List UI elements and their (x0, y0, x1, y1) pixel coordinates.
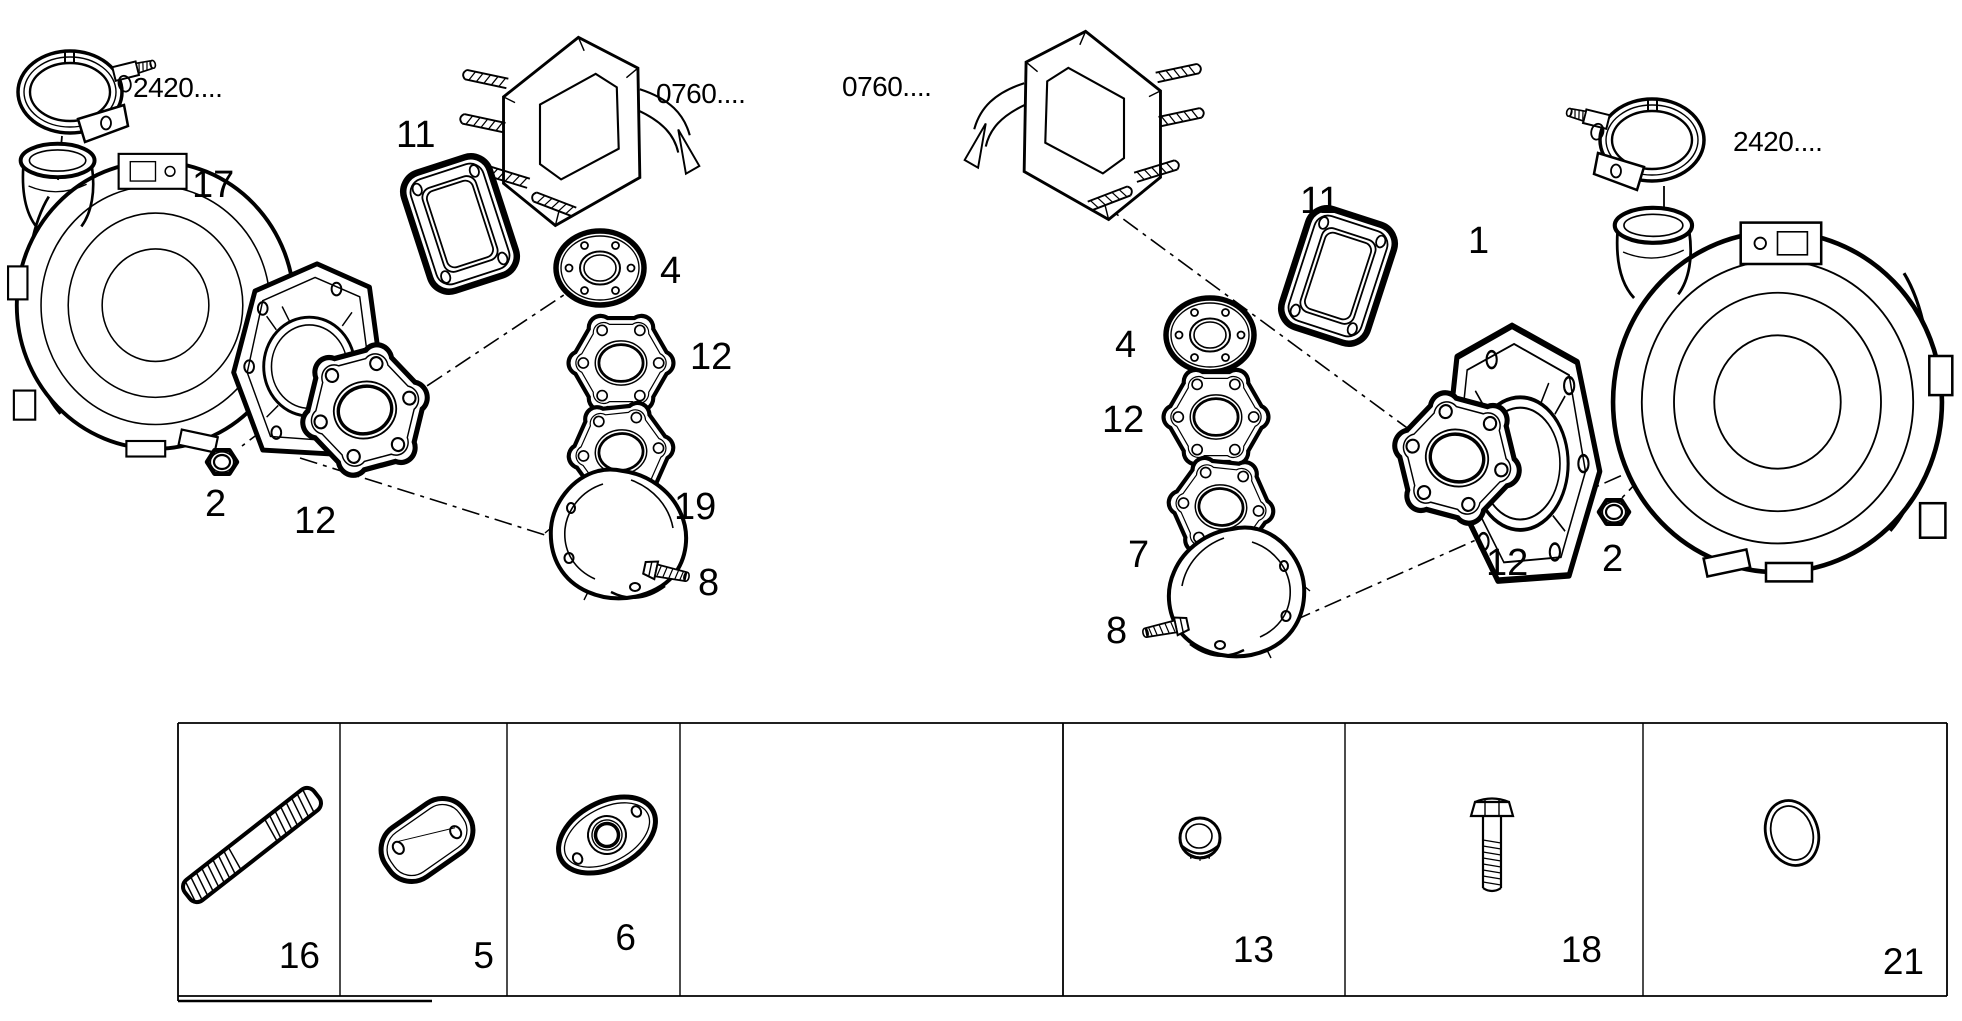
nut-2-drawing (207, 450, 237, 473)
callout-nut-2-right[interactable]: 2 (1602, 538, 1623, 580)
nut-2-drawing (1599, 500, 1629, 523)
callout-turbo-1[interactable]: 1 (1468, 220, 1489, 262)
flange-4-drawing (556, 231, 644, 305)
callout-manifold-ref-right[interactable]: 0760.... (842, 71, 932, 102)
legend-cell-16[interactable]: 16 (177, 782, 327, 976)
callout-screw-8-right[interactable]: 8 (1106, 610, 1127, 652)
callout-flange-4-left[interactable]: 4 (660, 250, 681, 292)
callout-turbo-17[interactable]: 17 (192, 164, 234, 206)
callout-gasket-11-left[interactable]: 11 (396, 114, 435, 156)
flange-4-drawing (1166, 298, 1254, 372)
callout-gasket-12-right-a[interactable]: 12 (1102, 399, 1144, 441)
callout-flange-4-right[interactable]: 4 (1115, 324, 1136, 366)
legend-number-6[interactable]: 6 (615, 917, 636, 958)
legend-cell-5[interactable]: 5 (370, 788, 494, 976)
callout-gasket-12-left-b[interactable]: 12 (294, 500, 336, 542)
callout-nut-2-left[interactable]: 2 (205, 483, 226, 525)
legend-table: 16 5 6 13 18 21 (177, 722, 1948, 1003)
legend-cell-18[interactable]: 18 (1469, 797, 1602, 971)
right-assembly: 0760.... 11 1 2420.... 4 12 7 8 12 2 (842, 31, 1952, 660)
callout-elbow-7[interactable]: 7 (1128, 534, 1149, 576)
callout-screw-8-left[interactable]: 8 (698, 562, 719, 604)
legend-number-18[interactable]: 18 (1561, 929, 1602, 970)
callout-gasket-11-right[interactable]: 11 (1300, 180, 1339, 222)
legend-number-21[interactable]: 21 (1883, 941, 1924, 982)
legend-number-16[interactable]: 16 (279, 935, 320, 976)
legend-cell-6[interactable]: 6 (546, 781, 669, 958)
left-assembly: 2420.... 17 11 0760.... 4 12 19 8 2 12 (6, 37, 746, 604)
callout-gasket-12-right-b[interactable]: 12 (1486, 542, 1528, 584)
callout-clamp-ref-right[interactable]: 2420.... (1733, 126, 1823, 157)
callout-gasket-12-left-a[interactable]: 12 (690, 336, 732, 378)
legend-number-13[interactable]: 13 (1233, 929, 1274, 970)
leader-line (1095, 198, 1449, 459)
legend-cell-13[interactable]: 13 (1178, 816, 1274, 970)
legend-number-5[interactable]: 5 (473, 935, 494, 976)
callout-elbow-19[interactable]: 19 (674, 486, 716, 528)
callout-manifold-ref-left[interactable]: 0760.... (656, 78, 746, 109)
callout-clamp-ref-left[interactable]: 2420.... (133, 72, 223, 103)
legend-cell-21[interactable]: 21 (1755, 792, 1924, 982)
